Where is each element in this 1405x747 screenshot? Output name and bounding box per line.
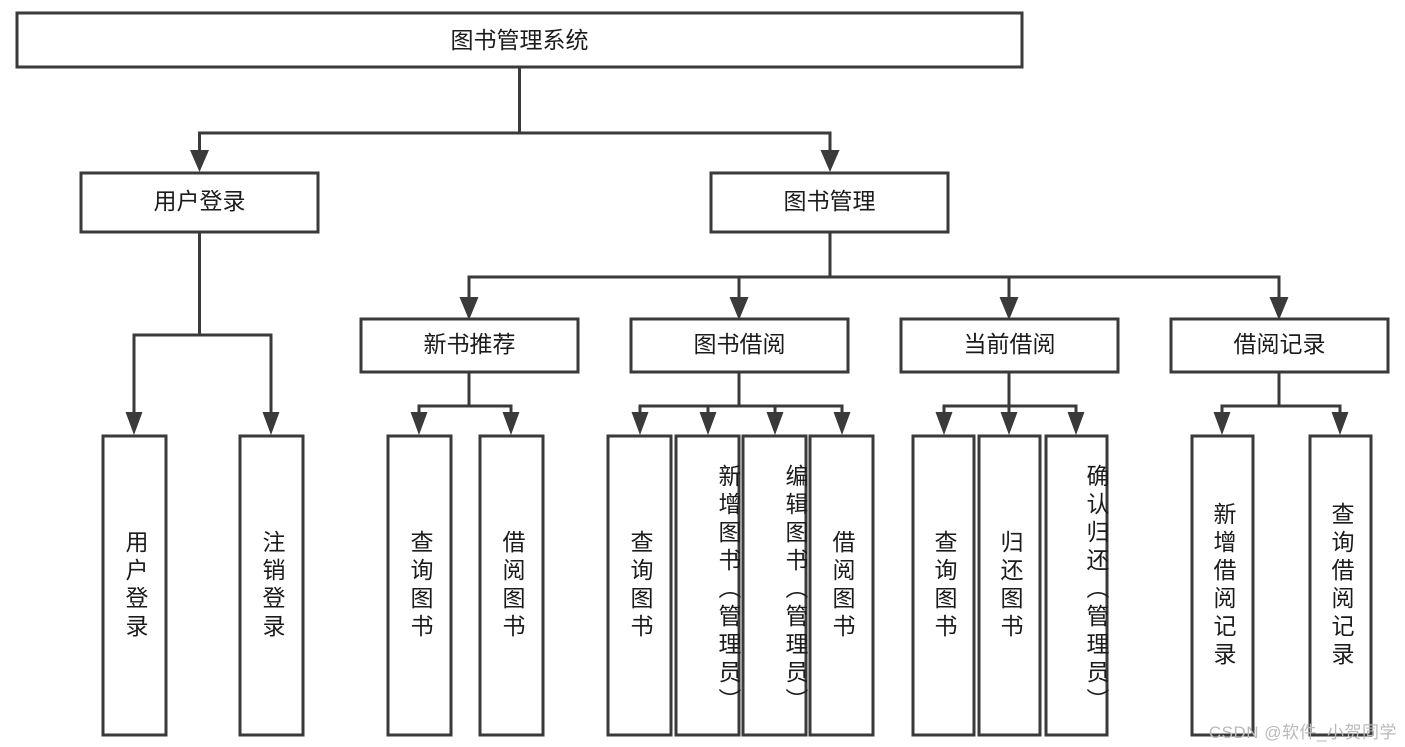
- leaf-box-current-return-book[interactable]: [977, 434, 1042, 737]
- node-book-borrow[interactable]: [629, 317, 850, 374]
- arrow-head-currentborrow-leaf-1: [935, 412, 953, 435]
- leaf-box-current-confirm-return[interactable]: [1044, 434, 1109, 737]
- node-new-book-recommend[interactable]: [359, 317, 580, 374]
- node-user-login[interactable]: [79, 171, 320, 234]
- arrow-head-borrowrecord-leaf-2: [1331, 412, 1349, 435]
- node-boxes: [15, 11, 1390, 374]
- arrow-head-borrow-record: [1269, 297, 1289, 320]
- arrow-head-currentborrow-leaf-3: [1067, 412, 1085, 435]
- leaf-box-borrow-add-book[interactable]: [674, 434, 741, 737]
- arrow-head-book-borrow: [729, 297, 749, 320]
- arrow-head-bookborrow-leaf-3: [766, 412, 784, 435]
- arrow-head-user-login: [190, 150, 209, 172]
- arrow-head-new-book-rec: [459, 297, 479, 320]
- leaf-boxes: [101, 434, 1373, 737]
- node-current-borrow[interactable]: [899, 317, 1120, 374]
- leaf-box-record-add-record[interactable]: [1190, 434, 1255, 737]
- node-labels: 图书管理系统 用户登录 图书管理 新书推荐 图书借阅 当前借阅 借阅记录: [154, 27, 1326, 357]
- node-root-system[interactable]: [15, 11, 1024, 69]
- node-label-borrow-record: 借阅记录: [1234, 331, 1326, 357]
- arrow-head-bookborrow-leaf-1: [631, 412, 649, 435]
- leaf-box-newbook-borrow-book[interactable]: [478, 434, 545, 737]
- leaf-box-borrow-query-book[interactable]: [606, 434, 673, 737]
- arrow-head-newbook-leaf-2: [502, 412, 520, 435]
- node-book-manage[interactable]: [709, 171, 950, 234]
- node-label-current-borrow: 当前借阅: [964, 331, 1056, 357]
- arrow-head-leaf-user-login: [125, 412, 143, 435]
- arrow-head-newbook-leaf-1: [410, 412, 428, 435]
- arrow-head-bookborrow-leaf-2: [699, 412, 717, 435]
- node-label-new-book-recommend: 新书推荐: [424, 331, 516, 357]
- arrow-head-leaf-logout: [262, 412, 280, 435]
- node-borrow-record[interactable]: [1169, 317, 1390, 374]
- leaf-box-record-query-record[interactable]: [1308, 434, 1373, 737]
- leaf-box-borrow-edit-book[interactable]: [741, 434, 808, 737]
- arrow-head-borrowrecord-leaf-1: [1213, 412, 1231, 435]
- leaf-box-current-query-book[interactable]: [911, 434, 976, 737]
- node-label-book-manage: 图书管理: [784, 188, 876, 214]
- arrow-head-current-borrow: [999, 297, 1019, 320]
- arrow-head-book-manage: [820, 150, 840, 172]
- leaf-box-borrow-borrow-book[interactable]: [808, 434, 875, 737]
- leaf-box-newbook-query-book[interactable]: [386, 434, 453, 737]
- node-label-book-borrow: 图书借阅: [694, 331, 786, 357]
- node-label-user-login: 用户登录: [154, 188, 246, 214]
- leaf-box-logout[interactable]: [238, 434, 305, 737]
- arrow-head-currentborrow-leaf-2: [1000, 412, 1018, 435]
- connectors: [125, 65, 1349, 435]
- node-label-root-system: 图书管理系统: [451, 27, 589, 53]
- watermark-text: CSDN @软件_小贺同学: [1208, 723, 1397, 742]
- leaf-box-user-login[interactable]: [101, 434, 168, 737]
- arrow-head-bookborrow-leaf-4: [833, 412, 851, 435]
